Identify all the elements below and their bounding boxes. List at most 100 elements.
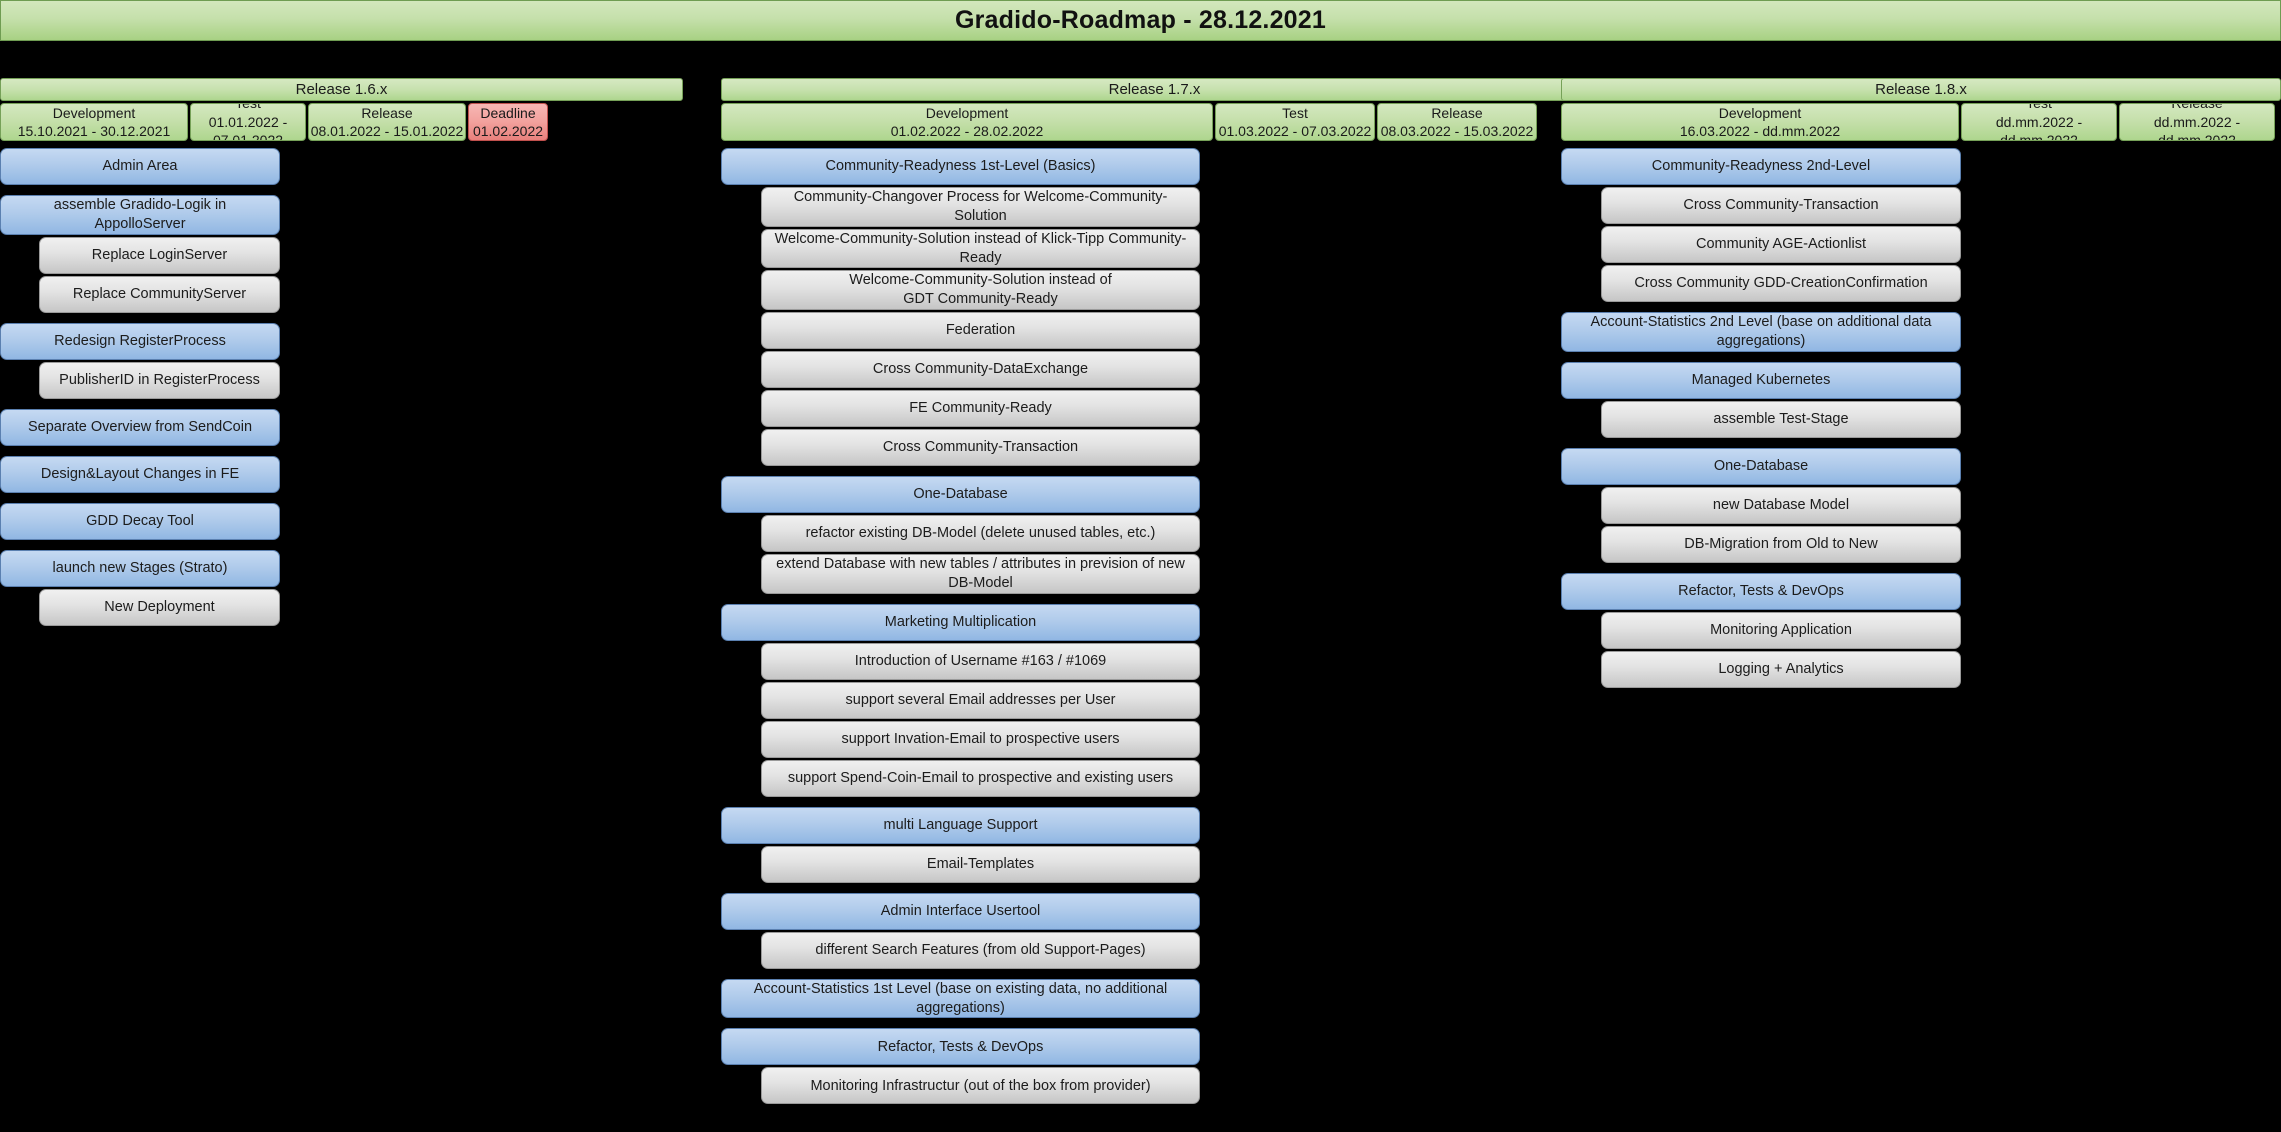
task-label: One-Database (1713, 457, 1809, 474)
task-subitem[interactable]: Community-Changover Process for Welcome-… (761, 187, 1200, 227)
task-epic[interactable]: One-Database (1561, 447, 1961, 485)
task-label: refactor existing DB-Model (delete unuse… (805, 525, 1156, 542)
task-subitem[interactable]: Federation (761, 312, 1200, 350)
task-subitem[interactable]: support Spend-Coin-Email to prospective … (761, 759, 1200, 797)
task-subitem[interactable]: support Invation-Email to prospective us… (761, 720, 1200, 758)
phase-dates: 01.02.2022 (472, 123, 544, 139)
task-epic[interactable]: launch new Stages (Strato) (0, 549, 280, 587)
task-subitem[interactable]: support several Email addresses per User (761, 681, 1200, 719)
page-title-bar: Gradido-Roadmap - 28.12.2021 (0, 0, 2281, 41)
task-subitem[interactable]: Welcome-Community-Solution instead of Kl… (761, 228, 1200, 269)
release-label: Release 1.6.x (295, 81, 388, 98)
task-label: Account-Statistics 1st Level (base on ex… (753, 980, 1168, 1016)
task-subitem[interactable]: New Deployment (39, 588, 280, 626)
task-label: support several Email addresses per User (845, 691, 1116, 708)
task-label: Design&Layout Changes in FE (40, 465, 240, 482)
task-list: Community-Readyness 1st-Level (Basics)Co… (721, 148, 1588, 1105)
task-label: Welcome-Community-Solution instead of GD… (849, 272, 1112, 308)
task-label: Cross Community GDD-CreationConfirmation (1634, 275, 1928, 292)
page-title: Gradido-Roadmap - 28.12.2021 (954, 6, 1326, 34)
task-label: Redesign RegisterProcess (54, 332, 226, 349)
task-label: extend Database with new tables / attrib… (776, 556, 1185, 591)
task-label: Logging + Analytics (1718, 660, 1844, 677)
task-subitem[interactable]: Monitoring Infrastructur (out of the box… (761, 1067, 1200, 1105)
task-epic[interactable]: Account-Statistics 2nd Level (base on ad… (1561, 312, 1961, 352)
task-subitem[interactable]: Email-Templates (761, 845, 1200, 883)
task-epic[interactable]: Marketing Multiplication (721, 603, 1200, 641)
task-label: different Search Features (from old Supp… (815, 941, 1146, 958)
task-label: launch new Stages (Strato) (52, 559, 228, 576)
task-epic[interactable]: Admin Interface Usertool (721, 892, 1200, 930)
task-subitem[interactable]: Monitoring Application (1601, 611, 1961, 649)
task-epic[interactable]: Redesign RegisterProcess (0, 322, 280, 360)
task-subitem[interactable]: assemble Test-Stage (1601, 400, 1961, 438)
task-epic[interactable]: Refactor, Tests & DevOps (721, 1028, 1200, 1066)
task-epic[interactable]: Managed Kubernetes (1561, 361, 1961, 399)
task-epic[interactable]: Separate Overview from SendCoin (0, 408, 280, 446)
task-subitem[interactable]: extend Database with new tables / attrib… (761, 554, 1200, 594)
task-epic[interactable]: Community-Readyness 2nd-Level (1561, 148, 1961, 185)
task-subitem[interactable]: PublisherID in RegisterProcess (39, 361, 280, 399)
task-epic[interactable]: GDD Decay Tool (0, 502, 280, 540)
task-label: FE Community-Ready (909, 400, 1052, 417)
task-subitem[interactable]: Replace CommunityServer (39, 275, 280, 313)
task-epic[interactable]: multi Language Support (721, 806, 1200, 844)
task-subitem[interactable]: FE Community-Ready (761, 390, 1200, 428)
task-epic[interactable]: Community-Readyness 1st-Level (Basics) (721, 148, 1200, 185)
task-epic[interactable]: Design&Layout Changes in FE (0, 455, 280, 493)
phase-name: Test (2026, 103, 2052, 112)
phase-name: Release (1431, 104, 1483, 121)
task-label: Community-Readyness 2nd-Level (1651, 158, 1871, 175)
task-subitem[interactable]: Logging + Analytics (1601, 650, 1961, 688)
task-subitem[interactable]: new Database Model (1601, 486, 1961, 524)
task-epic[interactable]: Admin Area (0, 148, 280, 185)
task-subitem[interactable]: Cross Community-DataExchange (761, 351, 1200, 389)
phase-name: Release (2171, 103, 2223, 112)
task-label: Monitoring Infrastructur (out of the box… (810, 1077, 1151, 1094)
task-label: Replace CommunityServer (72, 285, 247, 302)
release-label: Release 1.7.x (1108, 81, 1201, 98)
task-label: New Deployment (104, 598, 215, 615)
task-label: assemble Gradido-Logik in AppolloServer (53, 197, 227, 232)
task-epic[interactable]: assemble Gradido-Logik in AppolloServer (0, 195, 280, 235)
task-label: multi Language Support (883, 816, 1038, 833)
phase-dates: 01.03.2022 - 07.03.2022 (1218, 123, 1372, 139)
task-label: Admin Interface Usertool (880, 902, 1041, 919)
release-header-2: Release 1.7.x (721, 78, 1588, 101)
task-epic[interactable]: Account-Statistics 1st Level (base on ex… (721, 978, 1200, 1019)
task-subitem[interactable]: Community AGE-Actionlist (1601, 226, 1961, 263)
task-subitem[interactable]: Replace LoginServer (39, 236, 280, 274)
task-label: Community AGE-Actionlist (1695, 236, 1867, 253)
task-subitem[interactable]: Welcome-Community-Solution instead of GD… (761, 270, 1200, 311)
task-subitem[interactable]: refactor existing DB-Model (delete unuse… (761, 515, 1200, 553)
task-subitem[interactable]: different Search Features (from old Supp… (761, 931, 1200, 969)
task-subitem[interactable]: Cross Community-Transaction (761, 429, 1200, 467)
phase-deadline[interactable]: Deadline 01.02.2022 (468, 103, 548, 141)
task-label: Cross Community-Transaction (882, 439, 1079, 456)
task-label: Separate Overview from SendCoin (27, 418, 253, 435)
phase-dates: dd.mm.2022 - dd.mm.2022 (1995, 113, 2083, 141)
phase-dates: 08.01.2022 - 15.01.2022 (310, 123, 464, 139)
phase-release[interactable]: Release 08.01.2022 - 15.01.2022 (308, 103, 466, 141)
phase-name: Release (361, 104, 413, 121)
task-epic[interactable]: One-Database (721, 476, 1200, 514)
task-subitem[interactable]: Cross Community-Transaction (1601, 187, 1961, 224)
phase-name: Deadline (480, 104, 536, 121)
task-label: Refactor, Tests & DevOps (877, 1038, 1044, 1055)
task-label: Welcome-Community-Solution instead of Kl… (774, 230, 1187, 266)
task-subitem[interactable]: DB-Migration from Old to New (1601, 525, 1961, 563)
task-subitem[interactable]: Introduction of Username #163 / #1069 (761, 642, 1200, 680)
task-subitem[interactable]: Cross Community GDD-CreationConfirmation (1601, 265, 1961, 302)
task-epic[interactable]: Refactor, Tests & DevOps (1561, 572, 1961, 610)
